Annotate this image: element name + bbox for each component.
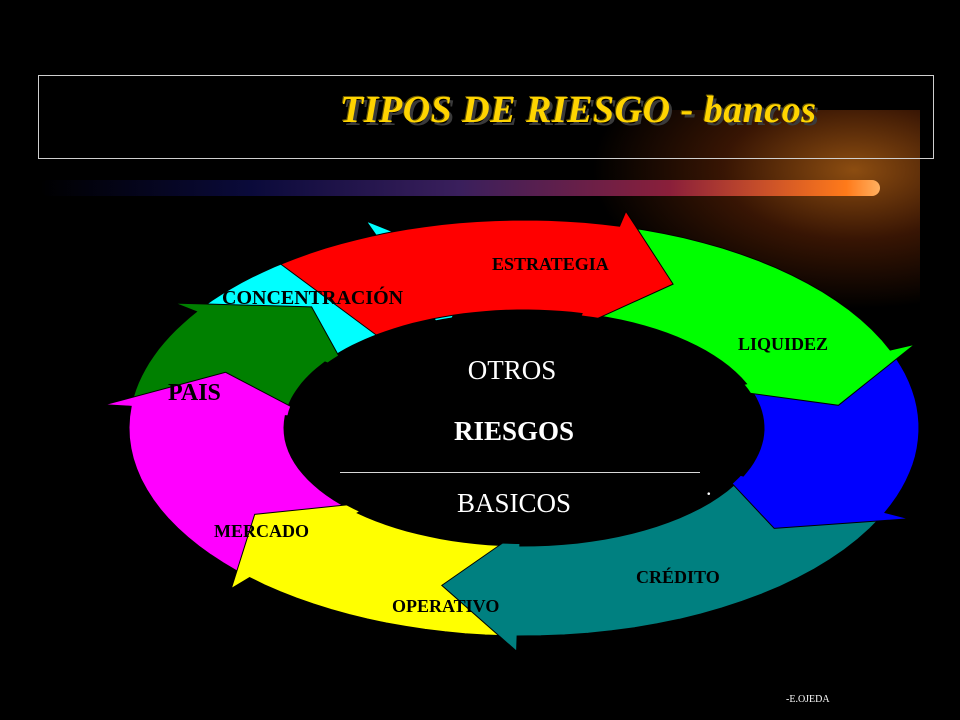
label-liquidez: LIQUIDEZ <box>738 334 829 354</box>
gradient-bar <box>40 180 880 196</box>
arrow-segment-estrategia <box>279 210 674 336</box>
center-riesgos: RIESGOS <box>453 416 575 446</box>
label-estrategia: ESTRATEGIA <box>492 254 609 274</box>
center-hole <box>286 312 762 544</box>
label-operativo: OPERATIVO <box>392 596 500 616</box>
center-basicos: BASICOS <box>456 488 572 518</box>
label-credito: CRÉDITO <box>636 567 720 587</box>
author-credit: -E.OJEDA <box>786 694 830 705</box>
label-pais: PAIS <box>168 380 221 406</box>
label-concentracion: CONCENTRACIÓN <box>222 287 404 309</box>
center-otros: OTROS <box>467 355 557 385</box>
title-frame <box>38 75 934 159</box>
dot-mark: . <box>706 475 712 500</box>
label-mercado: MERCADO <box>214 521 309 541</box>
center-divider <box>340 472 700 473</box>
slide-title: TIPOS DE RIESGO - bancos <box>340 89 817 131</box>
